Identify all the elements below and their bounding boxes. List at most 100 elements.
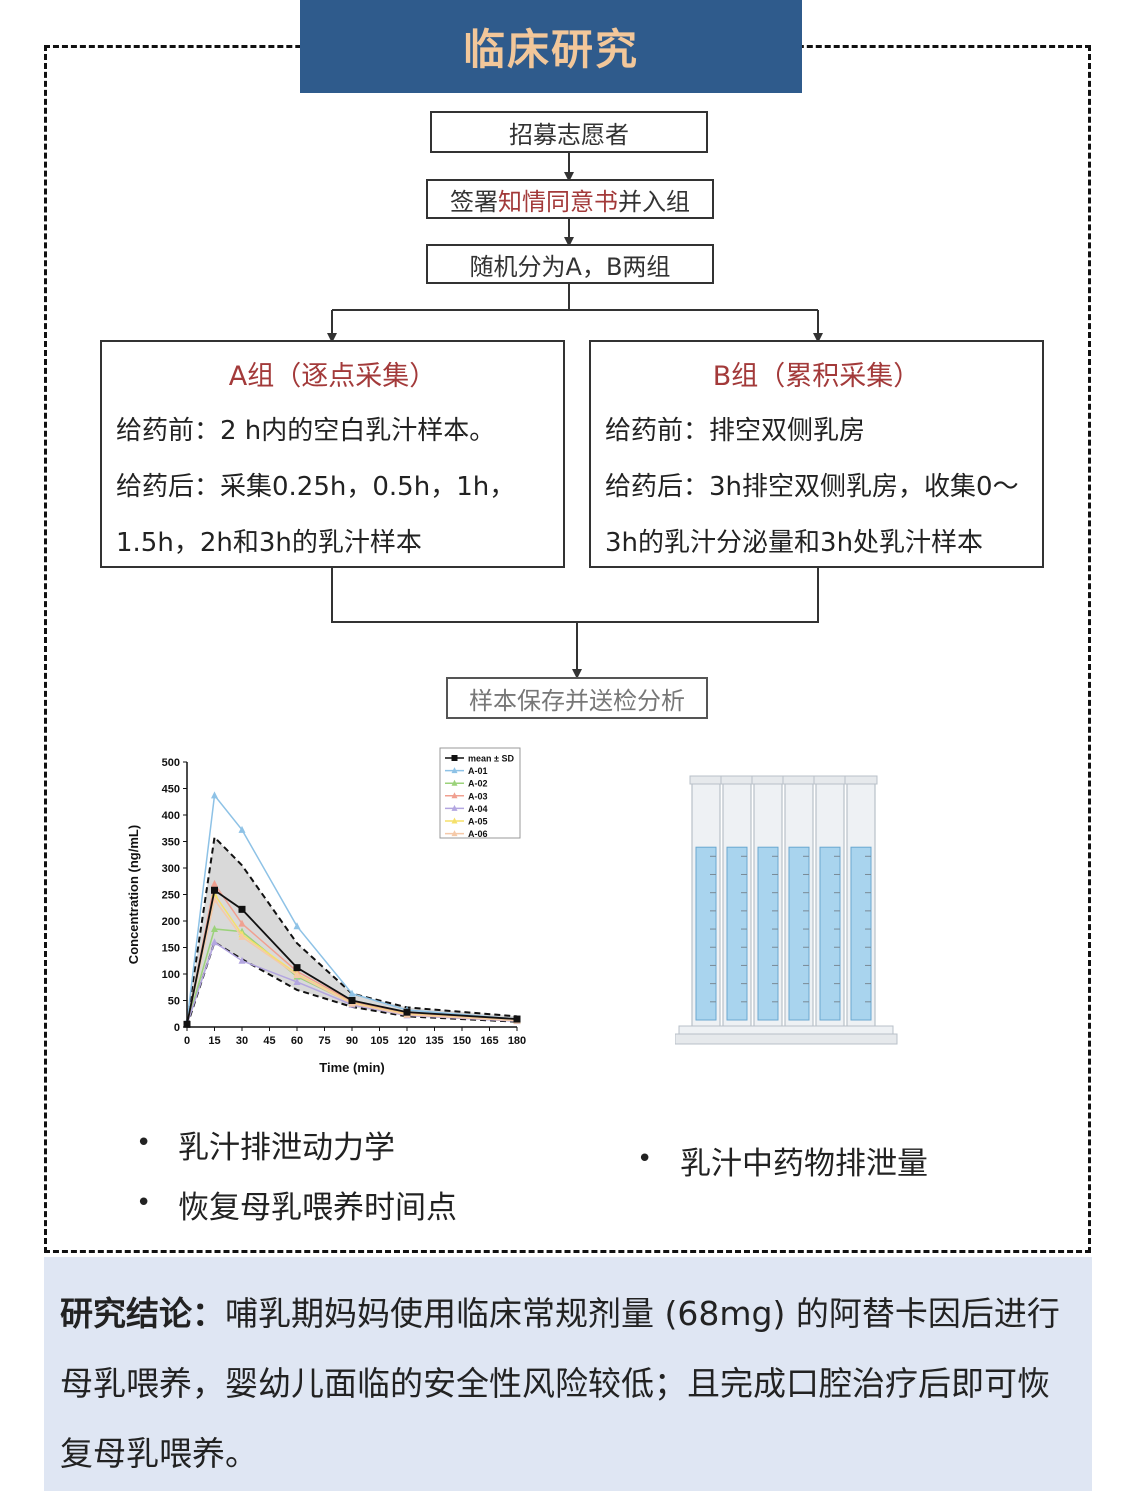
series-point-A-06 bbox=[238, 932, 246, 940]
legend-label: A-06 bbox=[468, 829, 488, 839]
bullet-dot: • bbox=[637, 1144, 653, 1174]
consent-highlight: 知情同意书 bbox=[498, 187, 618, 216]
randomize-label: 随机分为A，B两组 bbox=[469, 252, 671, 281]
x-tick-label: 30 bbox=[236, 1035, 248, 1047]
x-tick-label: 135 bbox=[425, 1035, 443, 1047]
mean-point bbox=[238, 905, 246, 913]
legend-label: A-01 bbox=[468, 766, 488, 776]
legend-label: A-05 bbox=[468, 817, 488, 827]
mean-point bbox=[348, 997, 356, 1004]
series-point-A-03 bbox=[211, 879, 218, 887]
x-tick-label: 150 bbox=[453, 1035, 471, 1047]
y-tick-label: 300 bbox=[162, 863, 180, 875]
y-axis-label: Concentration (ng/mL) bbox=[126, 825, 141, 964]
legend-marker bbox=[451, 755, 458, 761]
consent-suffix: 并入组 bbox=[618, 187, 690, 216]
cylinder-stand bbox=[675, 1033, 898, 1045]
x-tick-label: 165 bbox=[480, 1035, 498, 1047]
bullet-dot: • bbox=[136, 1188, 152, 1218]
x-tick-label: 105 bbox=[370, 1035, 388, 1047]
series-point-A-02 bbox=[211, 924, 218, 932]
recruit-box: 招募志愿者 bbox=[430, 111, 708, 153]
cylinder-rim bbox=[782, 775, 816, 785]
recruit-label: 招募志愿者 bbox=[509, 120, 629, 149]
sd-lower-line bbox=[186, 940, 518, 1027]
y-tick-label: 0 bbox=[174, 1022, 180, 1034]
legend-label: mean ± SD bbox=[468, 754, 514, 764]
group-a-title: A组（逐点采集） bbox=[228, 361, 437, 392]
legend-marker bbox=[451, 817, 458, 824]
bullet-right-1: 乳汁中药物排泄量 bbox=[680, 1146, 928, 1182]
group-b-line-2: 给药后：3h排空双侧乳房，收集0～ bbox=[605, 472, 1019, 502]
cylinder-base bbox=[678, 1025, 894, 1035]
x-tick-label: 90 bbox=[346, 1035, 358, 1047]
x-tick-label: 75 bbox=[318, 1035, 330, 1047]
group-a-line-2: 给药后：采集0.25h，0.5h，1h， bbox=[116, 472, 516, 502]
legend-marker bbox=[451, 779, 458, 786]
x-tick-label: 60 bbox=[291, 1035, 303, 1047]
series-point-A-04 bbox=[293, 977, 301, 985]
bullet-left-1: 乳汁排泄动力学 bbox=[178, 1130, 395, 1166]
cylinder-rim bbox=[720, 775, 754, 785]
group-a-line-3: 1.5h，2h和3h的乳汁样本 bbox=[116, 528, 422, 558]
group-a-line-1: 给药前：2 h内的空白乳汁样本。 bbox=[116, 416, 496, 446]
y-tick-label: 500 bbox=[162, 757, 180, 769]
liquid-fill bbox=[757, 846, 779, 1021]
series-point-A-06 bbox=[293, 971, 301, 979]
sd-band bbox=[187, 837, 517, 1026]
cylinder-rim bbox=[689, 775, 723, 785]
series-point-A-04 bbox=[211, 938, 218, 946]
liquid-fill bbox=[788, 846, 810, 1021]
analyze-label: 样本保存并送检分析 bbox=[469, 686, 685, 715]
randomize-box: 随机分为A，B两组 bbox=[426, 244, 714, 284]
group-b-box: B组（累积采集） 给药前：排空双侧乳房 给药后：3h排空双侧乳房，收集0～ 3h… bbox=[589, 340, 1044, 568]
series-point-A-01 bbox=[348, 989, 356, 997]
y-tick-label: 100 bbox=[162, 969, 180, 981]
cylinder-rim bbox=[813, 775, 847, 785]
split-line bbox=[332, 284, 570, 311]
y-tick-label: 450 bbox=[162, 784, 180, 796]
cylinders-illustration bbox=[675, 775, 898, 1045]
x-tick-label: 120 bbox=[398, 1035, 416, 1047]
legend-label: A-02 bbox=[468, 779, 488, 789]
y-tick-label: 400 bbox=[162, 810, 180, 822]
page-title: 临床研究 bbox=[462, 25, 639, 74]
group-b-line-3: 3h的乳汁分泌量和3h处乳汁样本 bbox=[605, 528, 984, 558]
x-tick-label: 15 bbox=[208, 1035, 220, 1047]
x-tick-label: 45 bbox=[263, 1035, 275, 1047]
mean-point bbox=[513, 1015, 521, 1023]
series-point-A-01 bbox=[211, 791, 218, 799]
legend-marker bbox=[451, 792, 458, 799]
legend-marker bbox=[451, 804, 458, 811]
liquid-fill bbox=[695, 846, 717, 1021]
x-tick-label: 180 bbox=[508, 1035, 526, 1047]
y-tick-label: 200 bbox=[162, 916, 180, 928]
x-tick-label: 0 bbox=[184, 1035, 190, 1047]
flow-connectors bbox=[327, 153, 823, 679]
group-a-box: A组（逐点采集） 给药前：2 h内的空白乳汁样本。 给药后：采集0.25h，0.… bbox=[100, 340, 565, 568]
y-tick-label: 50 bbox=[168, 996, 180, 1008]
conclusion-text: 哺乳期妈妈使用临床常规剂量 (68mg) 的阿替卡因后进行母乳喂养，婴幼儿面临的… bbox=[60, 1294, 1060, 1473]
title-banner: 临床研究 bbox=[300, 0, 802, 93]
bullet-dot: • bbox=[136, 1128, 152, 1158]
mean-point bbox=[211, 886, 218, 894]
consent-prefix: 签署 bbox=[450, 187, 498, 216]
y-tick-label: 150 bbox=[162, 943, 180, 955]
conclusion-panel: 研究结论：哺乳期妈妈使用临床常规剂量 (68mg) 的阿替卡因后进行母乳喂养，婴… bbox=[44, 1257, 1092, 1491]
bullet-left-2: 恢复母乳喂养时间点 bbox=[178, 1190, 457, 1226]
legend-marker bbox=[451, 767, 458, 774]
x-axis-label: Time (min) bbox=[319, 1060, 385, 1075]
cylinder-rim bbox=[751, 775, 785, 785]
group-b-line-1: 给药前：排空双侧乳房 bbox=[605, 416, 866, 446]
liquid-fill bbox=[850, 846, 872, 1021]
mean-point bbox=[403, 1008, 411, 1016]
series-point-A-03 bbox=[238, 919, 246, 927]
y-tick-label: 350 bbox=[162, 837, 180, 849]
conclusion-label: 研究结论： bbox=[60, 1294, 225, 1333]
analyze-box: 样本保存并送检分析 bbox=[446, 677, 708, 719]
legend-label: A-04 bbox=[468, 804, 488, 814]
legend-label: A-03 bbox=[468, 791, 488, 801]
consent-box: 签署知情同意书并入组 bbox=[426, 179, 714, 219]
legend-marker bbox=[451, 830, 458, 837]
